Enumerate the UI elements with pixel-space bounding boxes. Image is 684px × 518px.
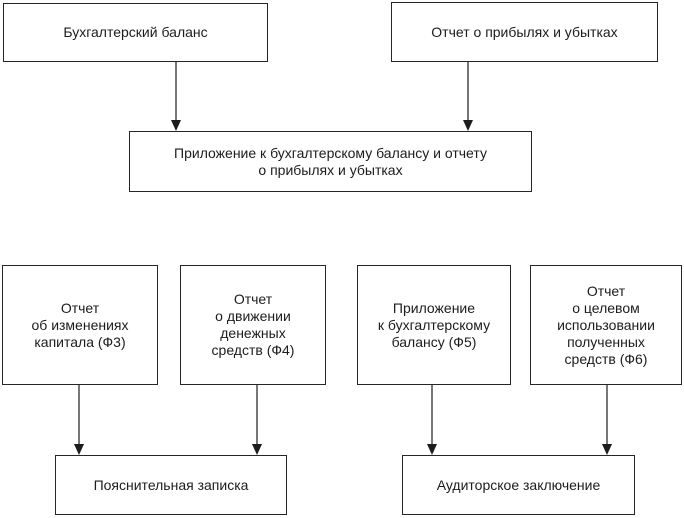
node-profit-and-loss-statement: Отчет о прибылях и убытках [391, 2, 658, 62]
arrow-f3-to-explanatory-note [74, 385, 84, 455]
node-balance-sheet: Бухгалтерский баланс [3, 3, 268, 62]
arrow-profit-loss-to-appendix [463, 62, 473, 131]
arrow-f6-to-audit-report [602, 385, 612, 455]
arrow-balance-to-appendix [171, 62, 181, 131]
node-audit-report: Аудиторское заключение [402, 455, 635, 515]
node-cash-flow-statement-f4: Отчет о движении денежных средств (Ф4) [180, 265, 326, 385]
node-appendix-to-balance-sheet-f5: Приложение к бухгалтерскому балансу (Ф5) [357, 265, 511, 385]
node-appendix-to-balance-and-pnl: Приложение к бухгалтерскому балансу и от… [129, 131, 532, 192]
node-explanatory-note: Пояснительная записка [55, 455, 287, 515]
arrow-f5-to-audit-report [427, 385, 437, 455]
arrow-f4-to-explanatory-note [252, 385, 262, 455]
node-targeted-use-of-funds-report-f6: Отчет о целевом использовании полученных… [530, 265, 682, 385]
node-statement-of-changes-in-equity-f3: Отчет об изменениях капитала (Ф3) [2, 265, 158, 385]
